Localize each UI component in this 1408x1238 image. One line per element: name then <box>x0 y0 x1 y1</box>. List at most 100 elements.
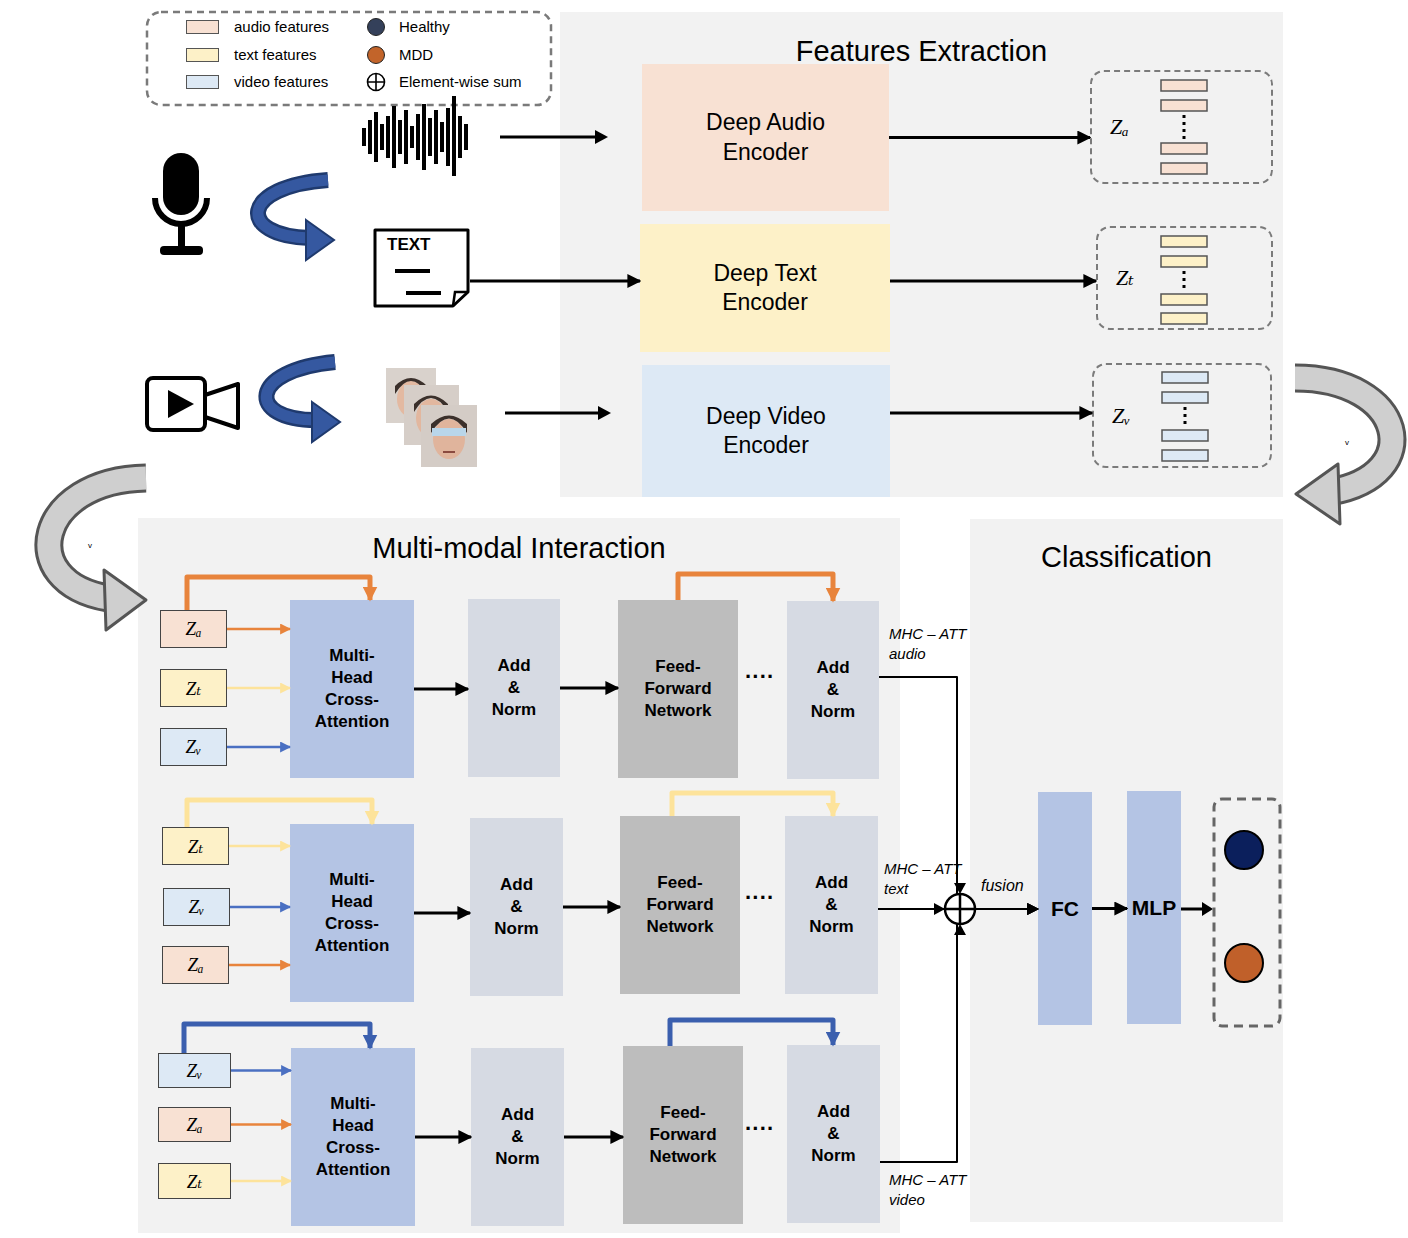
node-label: Zₜ <box>188 835 203 858</box>
flow-arrow <box>231 1069 291 1072</box>
section-panel: ClassificationFC MLP <box>970 519 1283 1222</box>
input-arrow-head <box>598 406 611 420</box>
feature-token: Zᵥ <box>160 728 227 766</box>
ffn-block: Feed- Forward Network <box>623 1046 743 1224</box>
feature-token: Zₜ <box>160 669 227 707</box>
face <box>416 399 446 437</box>
feature-bar <box>1161 80 1207 91</box>
mic-stem <box>178 224 185 248</box>
face-frames <box>386 368 477 467</box>
feature-token: Zᵥ <box>163 888 230 926</box>
node-label: Feed- Forward Network <box>646 872 713 938</box>
flow-arrow <box>231 1123 291 1126</box>
feature-bar <box>1161 236 1207 247</box>
flow-arrow <box>227 628 290 631</box>
feature-token: Zₜ <box>158 1163 231 1199</box>
mark: v <box>1345 438 1349 447</box>
sum-input-head <box>954 883 966 894</box>
feature-bar <box>1162 450 1208 461</box>
flow-arrow <box>563 906 620 909</box>
node-label: Add & Norm <box>495 1104 539 1170</box>
node-label: Zᵥ <box>189 896 205 918</box>
feature-set-box: Zᵥ <box>1092 363 1272 468</box>
encoder-box: Deep Video Encoder <box>642 365 890 497</box>
ffn-block: Feed- Forward Network <box>620 816 740 994</box>
flow-arrow <box>560 687 618 690</box>
legend-frame <box>147 12 551 105</box>
microphone-icon <box>155 153 207 255</box>
flow-arrow <box>231 1180 291 1183</box>
sum-symbol <box>945 894 975 924</box>
flow-arrow <box>414 912 470 915</box>
legend-text: audio features <box>234 18 329 36</box>
document-shape <box>375 230 468 306</box>
edge-label: MHC – ATT audio <box>889 624 967 663</box>
norm-block: Add & Norm <box>471 1048 564 1226</box>
text-document: TEXT <box>373 228 470 308</box>
feature-bar <box>1161 256 1207 267</box>
legend-swatch <box>186 20 219 34</box>
section-panel: Features ExtractionDeep Audio EncoderZₐD… <box>560 12 1283 497</box>
feature-bar <box>1162 372 1208 383</box>
mouth <box>443 451 455 453</box>
feature-bar <box>1161 143 1207 154</box>
node-label: Add & Norm <box>492 655 536 721</box>
node-label: Add & Norm <box>809 872 853 938</box>
feature-set-box: Zₐ <box>1090 70 1273 184</box>
legend-swatch <box>186 48 219 62</box>
legend-text: Element-wise sum <box>399 73 522 91</box>
face-photo <box>386 368 436 423</box>
node-label: FC <box>1051 897 1079 921</box>
residual-arrow <box>670 1020 833 1046</box>
attention-block: Multi- Head Cross- Attention <box>290 824 414 1002</box>
sum-symbol <box>366 72 386 92</box>
flow-arrow <box>564 1136 623 1139</box>
flow-arrow-band <box>1295 378 1392 492</box>
ellipsis-line <box>1184 407 1187 426</box>
node-label: Zₜ <box>1116 265 1134 291</box>
frame-arrow-head <box>312 402 340 442</box>
flow-arrow <box>414 688 468 691</box>
ellipsis-line <box>1183 271 1186 290</box>
flow-arrow <box>890 280 1096 283</box>
legend-sum-symbol <box>366 72 386 92</box>
flow-arrow-outline <box>1295 378 1392 492</box>
node-label: Zₜ <box>186 677 201 700</box>
flow-arrow <box>415 1136 471 1139</box>
sum-cross <box>945 894 975 924</box>
mic-base <box>160 246 203 255</box>
flow-arrow-head <box>1296 464 1340 524</box>
legend-dot <box>367 18 385 36</box>
video-feature-bars <box>1162 372 1208 461</box>
document-fold <box>453 292 468 306</box>
flow-arrow <box>470 280 640 283</box>
camera-icon <box>147 378 238 430</box>
section-heading: Multi-modal Interaction <box>138 531 900 565</box>
flow-arrow <box>229 964 290 967</box>
audio-waveform <box>364 96 466 176</box>
legend-text: MDD <box>399 46 433 64</box>
node-label: Multi- Head Cross- Attention <box>315 645 390 733</box>
attention-block: Multi- Head Cross- Attention <box>291 1048 415 1226</box>
feature-token: Zᵥ <box>158 1053 231 1088</box>
encoder-box: Deep Text Encoder <box>640 224 890 352</box>
mark: v <box>88 541 92 550</box>
residual-arrow <box>187 577 370 610</box>
sum-cross <box>368 74 385 91</box>
transcription-arrow <box>258 180 328 238</box>
output-arrow-head <box>1202 902 1213 916</box>
section-heading: Classification <box>970 540 1283 574</box>
face-photo <box>404 385 459 445</box>
flow-arrow <box>229 845 290 848</box>
residual-arrow <box>184 1024 370 1053</box>
sum-input-head <box>954 924 966 935</box>
classifier-layer: MLP <box>1127 791 1181 1024</box>
norm-block: Add & Norm <box>785 816 878 994</box>
flow-arrow-head <box>104 570 146 630</box>
input-arrow <box>500 136 597 139</box>
node-label: Deep Video Encoder <box>681 402 851 460</box>
section-heading: Features Extraction <box>560 34 1283 68</box>
node-label: TEXT <box>387 235 430 255</box>
feature-bar <box>1161 163 1207 174</box>
output-arrow <box>1181 908 1203 911</box>
